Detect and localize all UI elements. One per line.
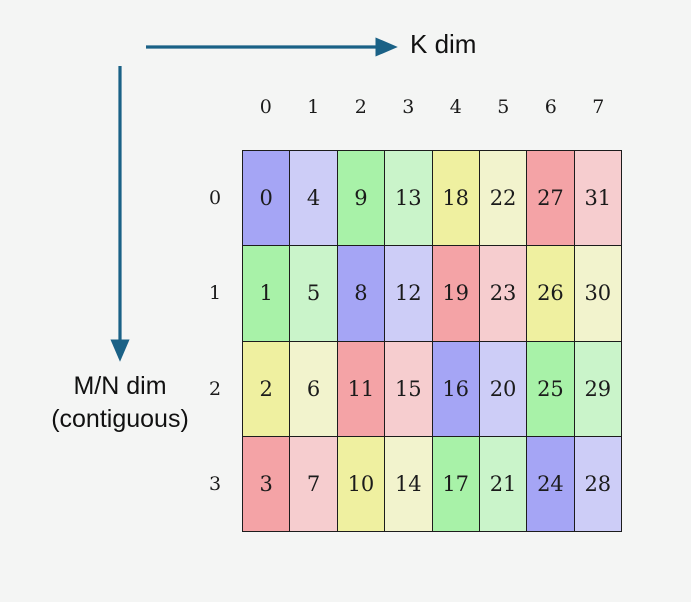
grid-cell: 20 <box>479 341 528 436</box>
grid-cell: 10 <box>337 436 386 531</box>
grid-cell: 22 <box>479 151 528 246</box>
grid-cell: 25 <box>527 341 575 436</box>
grid-cell: 13 <box>385 151 433 246</box>
mn-dim-label-line1: M/N dim <box>73 372 167 400</box>
row-header: 0 <box>208 186 222 209</box>
column-header: 1 <box>307 96 320 118</box>
row-header-column: 0 1 2 3 <box>196 150 234 532</box>
grid-cell: 3 <box>243 436 291 531</box>
row-header: 3 <box>208 473 222 496</box>
column-header: 5 <box>497 96 510 118</box>
column-header: 3 <box>402 96 415 118</box>
grid-cell: 1 <box>243 246 291 341</box>
grid-cell: 26 <box>527 246 575 341</box>
grid-cell: 23 <box>479 246 528 341</box>
grid-cell: 18 <box>432 151 480 246</box>
grid-cell: 19 <box>432 246 480 341</box>
row-header: 1 <box>208 282 222 305</box>
k-dim-label: K dim <box>410 29 477 59</box>
grid-cell: 12 <box>385 246 433 341</box>
grid-cell: 28 <box>574 436 621 531</box>
grid-cell: 31 <box>574 151 621 246</box>
column-header: 7 <box>592 96 605 118</box>
grid-cell: 11 <box>337 341 386 436</box>
mn-dim-label: M/N dim (contiguous) <box>0 370 240 436</box>
column-header: 6 <box>544 96 557 118</box>
column-header: 4 <box>449 96 462 118</box>
grid-cell: 15 <box>385 341 433 436</box>
column-header-row: 0 1 2 3 4 5 6 7 <box>242 96 622 118</box>
grid-cell: 24 <box>527 436 575 531</box>
grid-cell: 8 <box>337 246 386 341</box>
grid-cell: 21 <box>479 436 528 531</box>
grid-cell: 30 <box>574 246 621 341</box>
grid-cell: 7 <box>290 436 338 531</box>
grid-cell: 4 <box>290 151 338 246</box>
grid-cell: 14 <box>385 436 433 531</box>
grid-cell: 29 <box>574 341 621 436</box>
grid-cell: 2 <box>243 341 291 436</box>
grid-cell: 9 <box>337 151 386 246</box>
grid-cell: 17 <box>432 436 480 531</box>
grid-cell: 6 <box>290 341 338 436</box>
column-header: 2 <box>354 96 367 118</box>
column-header: 0 <box>259 96 272 118</box>
grid-cell: 16 <box>432 341 480 436</box>
grid-cell: 0 <box>243 151 291 246</box>
mn-dim-label-line2: (contiguous) <box>51 405 189 433</box>
row-header: 2 <box>208 377 222 400</box>
grid-cell: 5 <box>290 246 338 341</box>
grid-cell: 27 <box>527 151 575 246</box>
